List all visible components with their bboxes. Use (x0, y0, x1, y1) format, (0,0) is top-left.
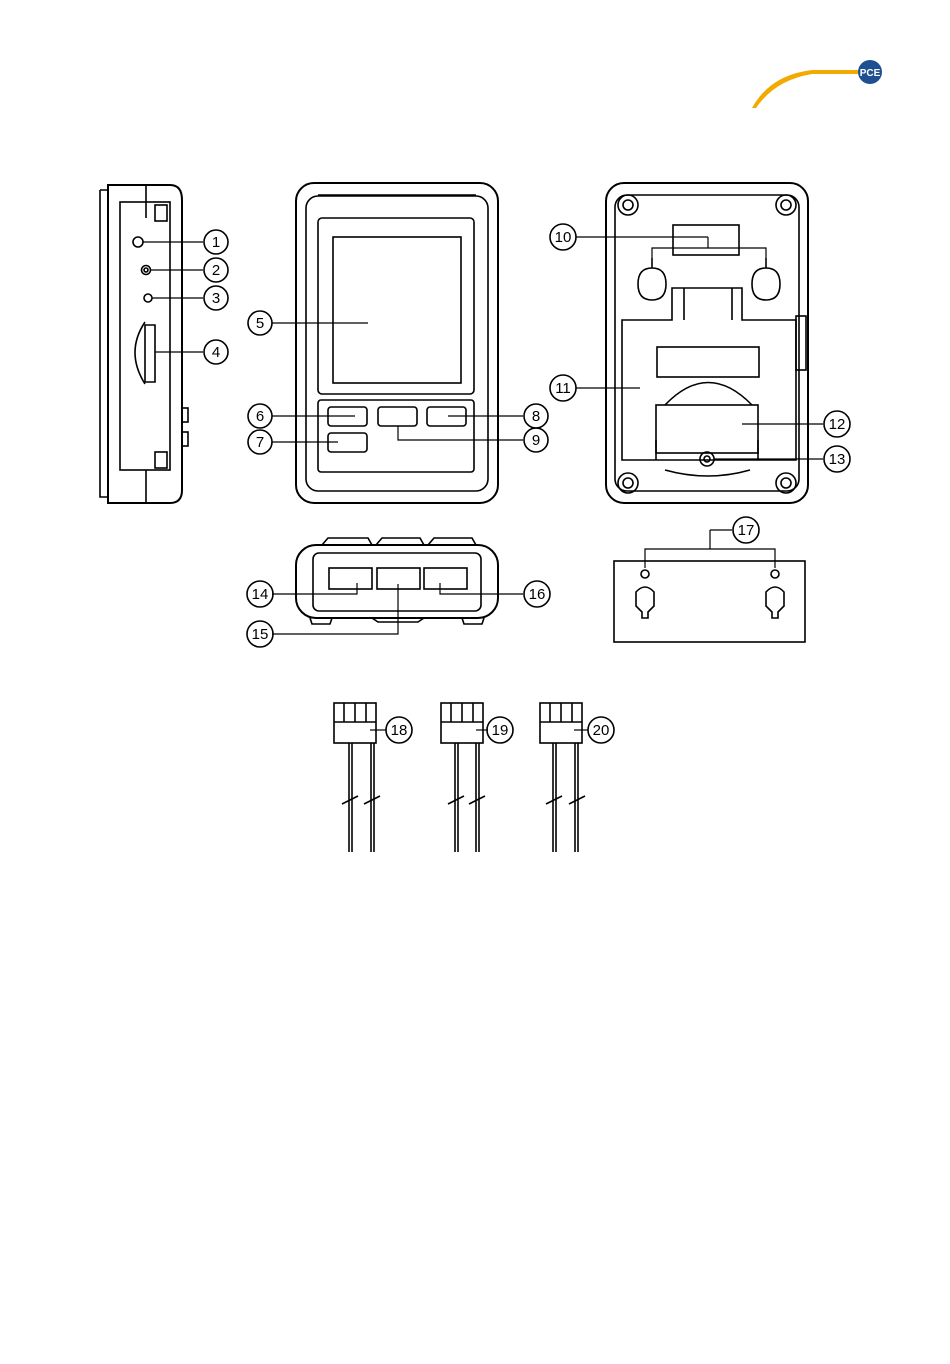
callout-circles (204, 224, 850, 743)
corner-screw (618, 195, 638, 215)
callout-19: 19 (492, 722, 509, 739)
pce-logo: PCE (752, 60, 882, 108)
terminal-plug-20 (540, 703, 585, 852)
callout-4: 4 (212, 344, 220, 361)
terminal-plug-19 (441, 703, 485, 852)
bottom-view (296, 538, 498, 624)
side-jack-3 (144, 294, 152, 302)
callout-5: 5 (256, 315, 264, 332)
lcd-screen (333, 237, 461, 383)
front-view (296, 183, 498, 503)
connector-port-16 (424, 568, 467, 589)
callout-10: 10 (555, 229, 572, 246)
callout-8: 8 (532, 408, 540, 425)
callout-2: 2 (212, 262, 220, 279)
leader-lines (143, 237, 823, 730)
callout-11: 11 (555, 380, 571, 397)
callout-16: 16 (529, 586, 546, 603)
back-view (606, 183, 808, 503)
battery-compartment (656, 405, 758, 453)
callout-18: 18 (391, 722, 408, 739)
side-view (100, 185, 188, 503)
corner-screw (618, 473, 638, 493)
connector-port-14 (329, 568, 372, 589)
callout-13: 13 (829, 451, 846, 468)
callout-7: 7 (256, 434, 264, 451)
keyhole-left (638, 268, 666, 300)
callout-3: 3 (212, 290, 220, 307)
side-jack-1 (133, 237, 143, 247)
cover-screw (700, 452, 714, 466)
callout-9: 9 (532, 432, 540, 449)
label-slot (673, 225, 739, 255)
callout-6: 6 (256, 408, 264, 425)
wall-bracket (614, 561, 805, 642)
logo-arc (752, 70, 858, 108)
callout-20: 20 (593, 722, 610, 739)
corner-screw (776, 473, 796, 493)
side-jack-2 (142, 266, 151, 275)
callout-12: 12 (829, 416, 846, 433)
logo-text: PCE (860, 68, 881, 79)
keyhole-right (752, 268, 780, 300)
callout-14: 14 (252, 586, 269, 603)
button-9 (378, 407, 417, 426)
battery-cover (622, 288, 796, 460)
callout-15: 15 (252, 626, 269, 643)
callout-1: 1 (212, 234, 220, 251)
callout-17: 17 (738, 522, 755, 539)
corner-screw (776, 195, 796, 215)
terminal-plug-18 (334, 703, 380, 852)
sd-card-slot (145, 325, 155, 382)
